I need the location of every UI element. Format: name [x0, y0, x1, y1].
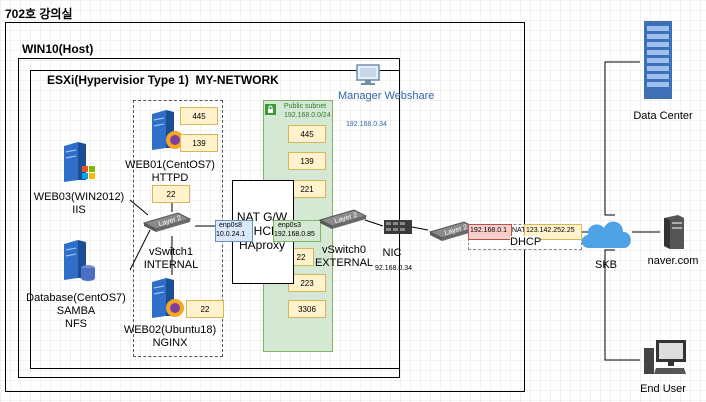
enp0s3-badge [273, 220, 321, 242]
monitor-icon [356, 64, 380, 86]
database-service2: NFS [65, 318, 87, 330]
web02-name: WEB02(Ubuntu18) [123, 324, 217, 336]
lock-icon [265, 102, 276, 115]
enp0s8-name: enp0s8 [219, 222, 242, 229]
router-dhcp: DHCP [510, 236, 542, 249]
enduser-name: End User [640, 383, 686, 395]
router-chip: Layer 2 [426, 218, 478, 242]
manager-ip: 192.168.0.34 [346, 121, 387, 128]
naver-name: naver.com [647, 255, 699, 267]
manager-name: Manager Webshare [338, 90, 435, 102]
web02-service: NGINX [152, 337, 188, 349]
router-outer-ip: 123.142.252.25 [526, 227, 575, 234]
room-title: 702호 강의실 [5, 7, 73, 21]
router-inner-badge [468, 224, 512, 240]
subnet-name: Public subnet [284, 103, 327, 110]
nic-name: NIC [382, 247, 402, 259]
room-frame [5, 22, 525, 392]
subnet-port: 445 [288, 125, 326, 143]
subnet-port: 3306 [288, 300, 326, 318]
subnet-port: 139 [288, 152, 326, 170]
web03-name: WEB03(WIN2012) [33, 191, 125, 203]
database-server-icon [60, 238, 96, 284]
subnet-port: 223 [288, 274, 326, 292]
esxi-title: ESXi(Hypervisior Type 1) MY-NETWORK [47, 73, 279, 87]
web01-port: 139 [180, 134, 218, 152]
datacenter-icon [643, 20, 673, 100]
vswitch1-name: vSwitch1 [148, 246, 194, 258]
router-nat: NAT [512, 227, 526, 234]
vswitch1-type: INTERNAL [143, 259, 199, 271]
esxi-frame [30, 70, 400, 369]
server-icon [150, 276, 184, 320]
server-icon [150, 108, 184, 152]
enp0s3-name: enp0s3 [278, 222, 301, 229]
windows-server-icon [60, 140, 96, 184]
vswitch0-chip: Layer 2 [316, 206, 368, 230]
natgw-line2: DHCP [244, 224, 279, 238]
server-tower-icon [662, 214, 686, 250]
subnet-cidr: 192.168.0.0/24 [284, 112, 331, 119]
vswitch0-type: EXTERNAL [314, 257, 374, 269]
enp0s8-badge [215, 220, 253, 242]
enp0s8-ip: 10.0.24.1 [216, 231, 246, 238]
web01-service: HTTPD [151, 172, 189, 184]
database-name: Database(CentOS7) [26, 292, 126, 304]
nic-ip: 92.168.0.34 [375, 265, 412, 272]
nic-icon [383, 218, 413, 236]
web01-name: WEB01(CentOS7) [125, 159, 215, 171]
desktop-computer-icon [642, 338, 688, 378]
vswitch1-chip: Layer 2 [140, 209, 192, 233]
web01-port: 445 [180, 107, 218, 125]
cloud-icon [577, 212, 635, 254]
datacenter-name: Data Center [633, 110, 693, 122]
web03-service: IIS [72, 204, 86, 216]
enp0s3-ip: 192.168.0.85 [274, 231, 315, 238]
router-inner-ip: 192.168.0.1 [470, 227, 507, 234]
subnet-port: 22 [288, 248, 314, 266]
skb-name: SKB [594, 259, 617, 271]
host-title: WIN10(Host) [22, 42, 94, 56]
database-service1: SAMBA [56, 305, 96, 317]
web02-ssh-port: 22 [186, 300, 224, 318]
web01-ssh-port: 22 [152, 185, 190, 203]
vswitch0-name: vSwitch0 [321, 244, 367, 256]
